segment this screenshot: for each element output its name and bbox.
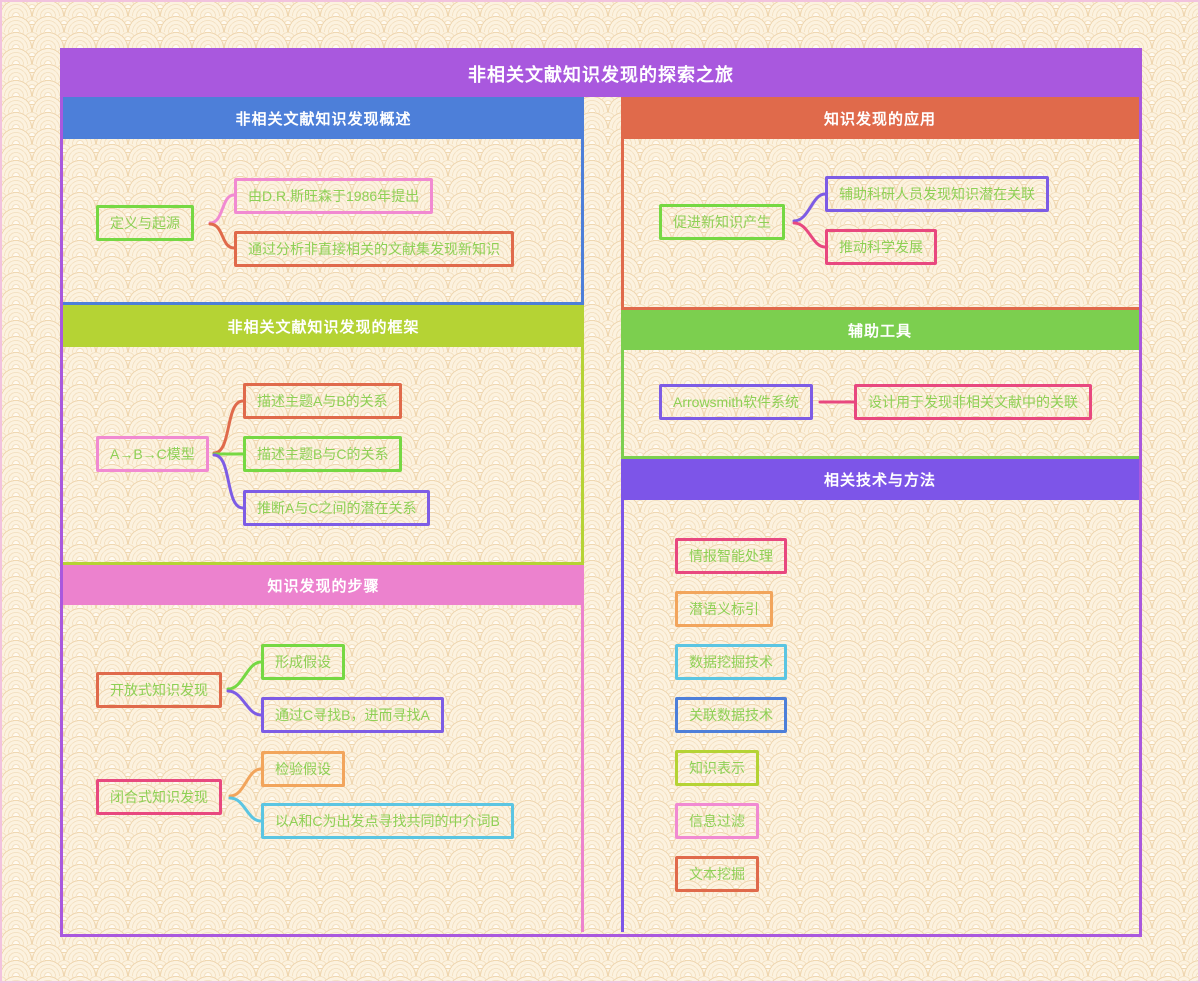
section-tools: 辅助工具 Arrowsmith软件系统 设计用于发现非相关文献中的关联 (621, 310, 1139, 459)
node-find-common-b[interactable]: 以A和C为出发点寻找共同的中介词B (261, 803, 514, 839)
section-overview-content: 定义与起源 由D.R.斯旺森于1986年提出 通过分析非直接相关的文献集发现新知… (63, 139, 584, 305)
node-help-researchers[interactable]: 辅助科研人员发现知识潜在关联 (825, 176, 1049, 212)
node-linked-data[interactable]: 关联数据技术 (675, 697, 787, 733)
node-discover-via-indirect-literature[interactable]: 通过分析非直接相关的文献集发现新知识 (234, 231, 514, 267)
mindmap-canvas: 非相关文献知识发现的探索之旅 非相关文献知识发现概述 定义与起源 由D.R.斯旺… (60, 48, 1142, 937)
node-infer-a-c[interactable]: 推断A与C之间的潜在关系 (243, 490, 431, 526)
right-column: 知识发现的应用 促进新知识产生 辅助科研人员发现知识潜在关联 推动科学发展 辅助… (621, 97, 1139, 934)
node-promote-new-knowledge[interactable]: 促进新知识产生 (659, 204, 785, 240)
section-tools-header: 辅助工具 (621, 310, 1139, 350)
node-test-hypothesis[interactable]: 检验假设 (261, 751, 345, 787)
node-relation-b-c[interactable]: 描述主题B与C的关系 (243, 436, 403, 472)
section-applications-header: 知识发现的应用 (621, 97, 1139, 139)
section-overview-header: 非相关文献知识发现概述 (63, 97, 584, 139)
node-arrowsmith-purpose[interactable]: 设计用于发现非相关文献中的关联 (854, 384, 1092, 420)
section-framework-content: A→B→C模型 描述主题A与B的关系 描述主题B与C的关系 推断A与C之间的潜在… (63, 347, 584, 565)
section-steps-header: 知识发现的步骤 (63, 565, 584, 605)
section-applications: 知识发现的应用 促进新知识产生 辅助科研人员发现知识潜在关联 推动科学发展 (621, 97, 1139, 310)
node-definition-origin[interactable]: 定义与起源 (96, 205, 194, 241)
columns: 非相关文献知识发现概述 定义与起源 由D.R.斯旺森于1986年提出 通过分析非… (63, 97, 1139, 934)
node-open-discovery[interactable]: 开放式知识发现 (96, 672, 222, 708)
section-techniques-content: 情报智能处理 潜语义标引 数据挖掘技术 关联数据技术 知识表示 信息过滤 文本挖… (621, 500, 1139, 932)
node-form-hypothesis[interactable]: 形成假设 (261, 644, 345, 680)
node-knowledge-representation[interactable]: 知识表示 (675, 750, 759, 786)
node-relation-a-b[interactable]: 描述主题A与B的关系 (243, 383, 402, 419)
node-abc-model[interactable]: A→B→C模型 (96, 436, 209, 472)
node-latent-semantic-indexing[interactable]: 潜语义标引 (675, 591, 773, 627)
node-swanson-1986[interactable]: 由D.R.斯旺森于1986年提出 (234, 178, 434, 214)
section-tools-content: Arrowsmith软件系统 设计用于发现非相关文献中的关联 (621, 350, 1139, 459)
section-steps-content: 开放式知识发现 形成假设 通过C寻找B，进而寻找A 闭合式知识发现 检验假设 以… (63, 605, 584, 932)
node-intelligence-processing[interactable]: 情报智能处理 (675, 538, 787, 574)
section-techniques: 相关技术与方法 情报智能处理 潜语义标引 数据挖掘技术 关联数据技术 知识表示 … (621, 459, 1139, 932)
column-gap (584, 97, 621, 934)
node-text-mining[interactable]: 文本挖掘 (675, 856, 759, 892)
page-title: 非相关文献知识发现的探索之旅 (63, 51, 1139, 97)
section-applications-content: 促进新知识产生 辅助科研人员发现知识潜在关联 推动科学发展 (621, 139, 1139, 310)
section-techniques-header: 相关技术与方法 (621, 459, 1139, 500)
section-framework: 非相关文献知识发现的框架 A→B→C模型 描述主题A与B的关系 描述主题B与C的… (63, 305, 584, 565)
left-column: 非相关文献知识发现概述 定义与起源 由D.R.斯旺森于1986年提出 通过分析非… (63, 97, 584, 934)
section-framework-header: 非相关文献知识发现的框架 (63, 305, 584, 347)
node-information-filtering[interactable]: 信息过滤 (675, 803, 759, 839)
section-steps: 知识发现的步骤 开放式知识发现 形成假设 通过C寻找B，进而寻找A 闭合式知识发… (63, 565, 584, 932)
node-find-b-then-a[interactable]: 通过C寻找B，进而寻找A (261, 697, 444, 733)
node-arrowsmith-system[interactable]: Arrowsmith软件系统 (659, 384, 814, 420)
node-advance-science[interactable]: 推动科学发展 (825, 229, 937, 265)
node-closed-discovery[interactable]: 闭合式知识发现 (96, 779, 222, 815)
section-overview: 非相关文献知识发现概述 定义与起源 由D.R.斯旺森于1986年提出 通过分析非… (63, 97, 584, 305)
node-data-mining[interactable]: 数据挖掘技术 (675, 644, 787, 680)
